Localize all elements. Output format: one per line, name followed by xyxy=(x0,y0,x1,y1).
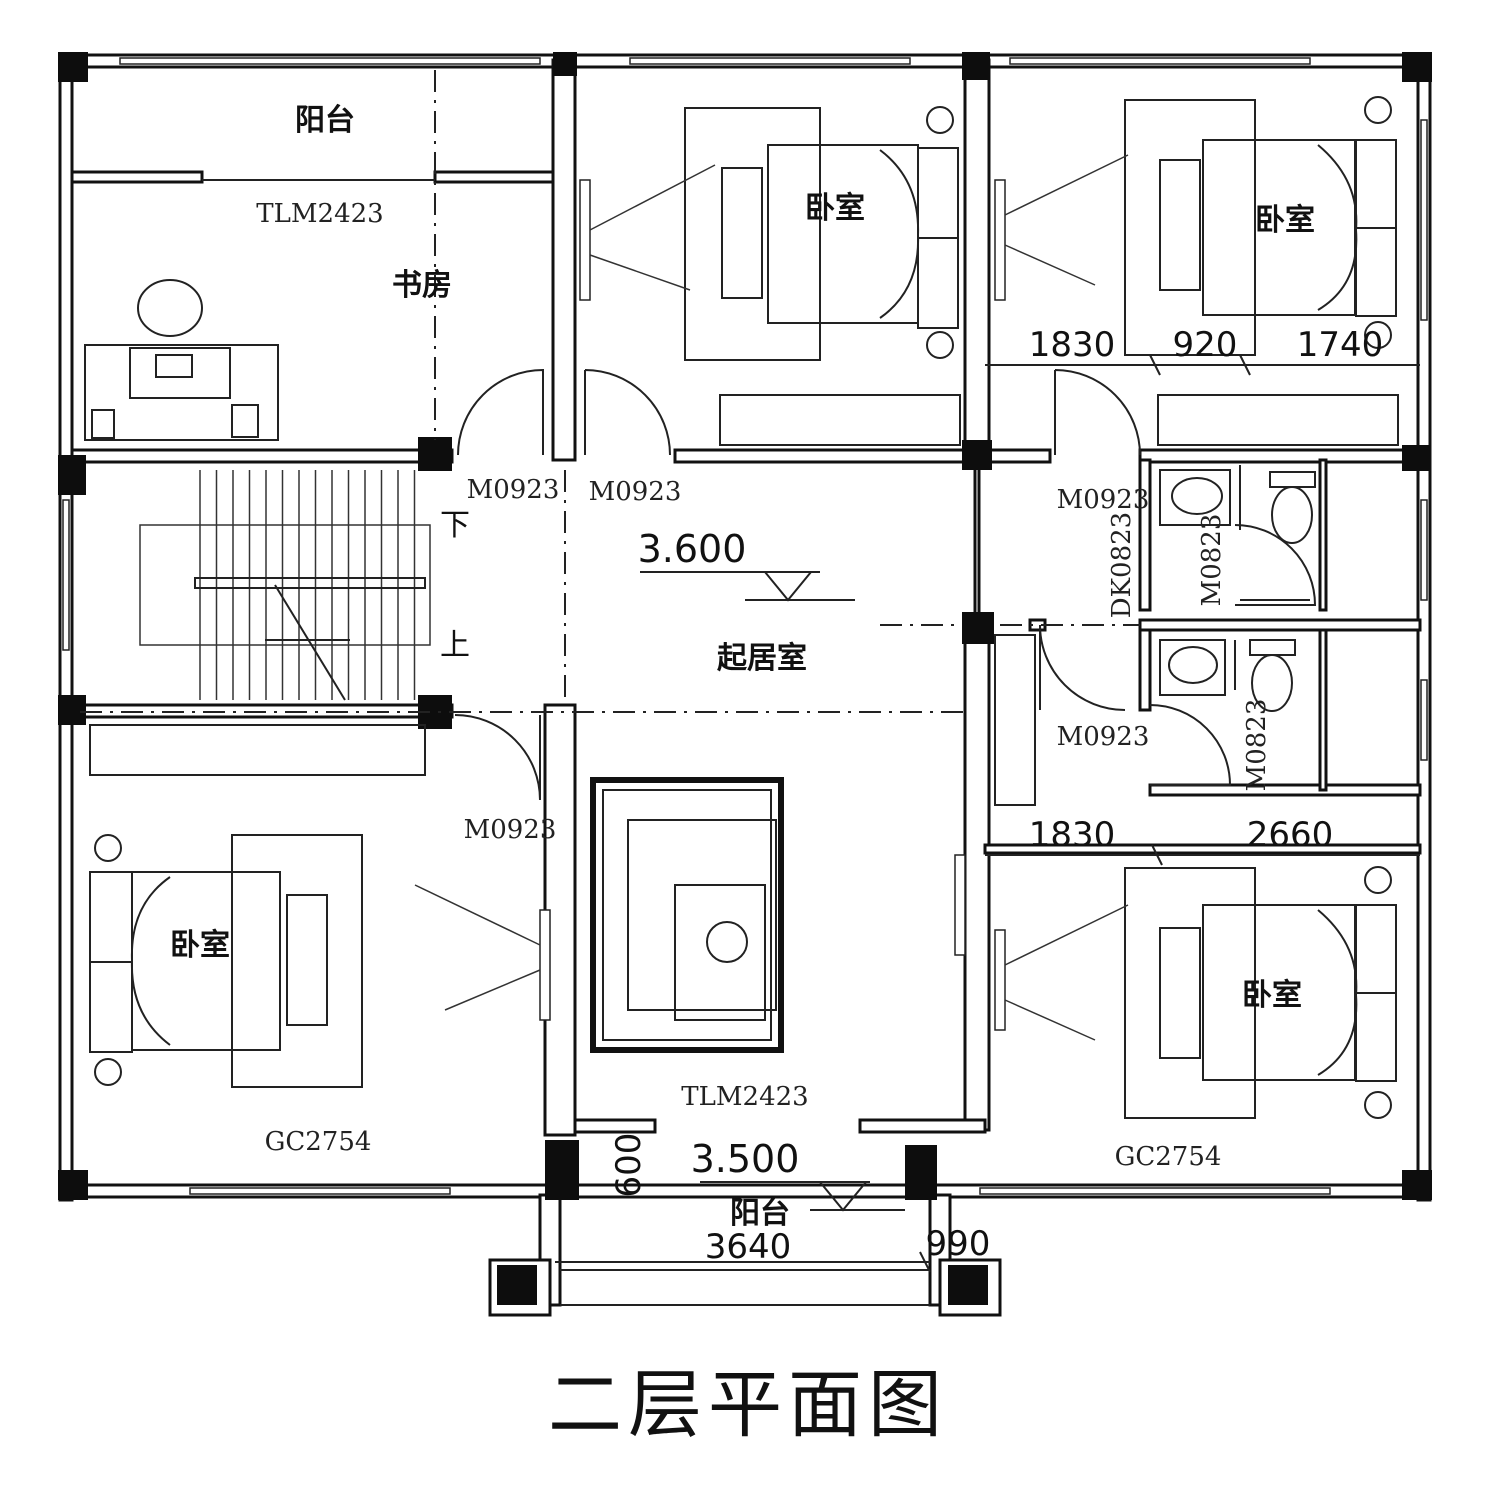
door-code-bath-bottom: M0923 xyxy=(1057,722,1150,752)
door-code-bedroom-mid: M0923 xyxy=(589,477,682,507)
bedroom-top-mid-label: 卧室 xyxy=(805,191,865,226)
staircase xyxy=(139,470,431,701)
living-sofa xyxy=(590,777,784,1053)
dim-1830-top: 1830 xyxy=(1029,325,1116,365)
dim-990: 990 xyxy=(926,1224,991,1264)
window-code-left: GC2754 xyxy=(265,1127,372,1157)
wardrobes xyxy=(89,394,1399,806)
door-code-m0823-bottom: M0823 xyxy=(1242,699,1272,792)
study-furniture xyxy=(84,279,279,441)
bedroom-bottom-right-label: 卧室 xyxy=(1242,978,1302,1013)
dim-920: 920 xyxy=(1173,325,1238,365)
bed-top-right xyxy=(1004,96,1397,356)
living-room-label: 起居室 xyxy=(717,641,807,676)
study-label: 书房 xyxy=(392,268,452,303)
elevation-markers xyxy=(640,571,905,1212)
door-code-m0823-top: M0823 xyxy=(1197,514,1227,607)
dimension-lines xyxy=(555,354,1420,1273)
elevation-balcony: 3.500 xyxy=(691,1137,800,1181)
balcony-bottom-label: 阳台 xyxy=(730,1196,790,1231)
window-code-right: GC2754 xyxy=(1115,1142,1222,1172)
door-code-tlm-bottom: TLM2423 xyxy=(681,1082,808,1112)
balcony-top-label: 阳台 xyxy=(295,103,355,138)
dim-1740: 1740 xyxy=(1297,325,1384,365)
bed-bottom-left xyxy=(89,834,541,1088)
dim-1830-bottom: 1830 xyxy=(1029,815,1116,855)
stair-up-label: 上 xyxy=(440,628,470,663)
door-code-study: M0923 xyxy=(467,475,560,505)
door-code-dk-bath: DK0823 xyxy=(1107,512,1137,618)
drawing-title: 二层平面图 xyxy=(548,1362,948,1448)
bed-top-mid xyxy=(589,106,959,361)
dim-600: 600 xyxy=(609,1133,649,1198)
dim-3640: 3640 xyxy=(705,1227,792,1267)
elevation-living: 3.600 xyxy=(638,527,747,571)
doors xyxy=(454,179,1317,1031)
bath-fixtures xyxy=(1159,469,1316,712)
columns xyxy=(58,52,1432,1305)
axis-lines xyxy=(80,70,1140,713)
door-code-bath-top: M0923 xyxy=(1057,485,1150,515)
stair-down-label: 下 xyxy=(440,508,470,543)
bedroom-bottom-left-label: 卧室 xyxy=(170,928,230,963)
dim-2660: 2660 xyxy=(1247,815,1334,855)
bed-bottom-right xyxy=(1004,866,1397,1119)
bedroom-top-right-label: 卧室 xyxy=(1255,203,1315,238)
door-code-bedroom-left: M0923 xyxy=(464,815,557,845)
door-code-tlm-top: TLM2423 xyxy=(256,199,383,229)
